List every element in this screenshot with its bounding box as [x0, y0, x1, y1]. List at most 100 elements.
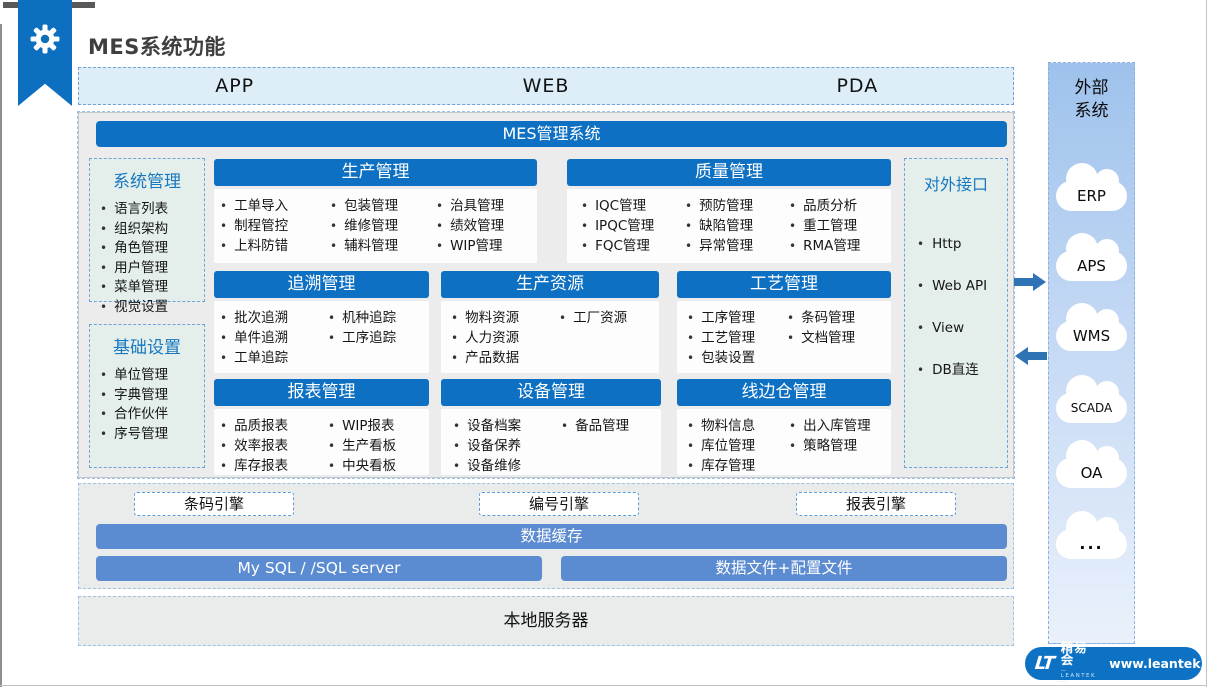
module-item: 工序管理 [687, 308, 787, 328]
cloud-label: OA [1080, 464, 1103, 482]
slide-edge-bottom [0, 685, 1206, 686]
module-production: 生产管理 工单导入 制程管控 上料防错 包装管理 维修管理 辅料管理 治具管理 … [214, 159, 537, 263]
side-item: 合作伙伴 [100, 405, 204, 425]
module-item: FQC管理 [581, 236, 685, 256]
module-item: 出入库管理 [789, 416, 889, 436]
module-header: 追溯管理 [214, 271, 429, 298]
database-bar: My SQL / /SQL server [96, 556, 542, 581]
box-title: 系统管理 [113, 172, 181, 192]
module-item: 维修管理 [330, 216, 436, 236]
module-item: 工艺管理 [687, 328, 787, 348]
module-item: 库存管理 [687, 456, 789, 476]
side-item: 视觉设置 [100, 298, 204, 318]
slide-edge-right [1206, 0, 1207, 687]
local-server-bar: 本地服务器 [78, 596, 1014, 646]
interface-item: View [917, 307, 1007, 349]
module-item: 异常管理 [685, 236, 789, 256]
side-item: 单位管理 [100, 366, 204, 386]
cloud-erp: ERP [1056, 163, 1127, 211]
cloud-others: ... [1056, 511, 1127, 559]
external-systems-panel: 外部系统 ERP APS WMS SCADA OA ... [1048, 62, 1135, 644]
side-item: 字典管理 [100, 386, 204, 406]
module-item: 包装设置 [687, 348, 787, 368]
brand-name: 精易会 [1060, 639, 1088, 668]
module-item: 上料防错 [220, 236, 330, 256]
box-title: 对外接口 [923, 175, 988, 194]
module-item: 条码管理 [787, 308, 887, 328]
module-item: 备品管理 [561, 416, 657, 436]
module-item: 库存报表 [220, 456, 328, 476]
engine-section: 条码引擎 编号引擎 报表引擎 数据缓存 My SQL / /SQL server… [78, 483, 1014, 589]
module-item: 人力资源 [451, 328, 559, 348]
cloud-label: WMS [1072, 327, 1111, 345]
box-title: 基础设置 [113, 338, 181, 358]
engine-chip-barcode: 条码引擎 [134, 492, 294, 516]
side-item: 用户管理 [100, 259, 204, 279]
brand-url: www.leantek.cn [1109, 656, 1218, 671]
box-basic-settings: 基础设置 单位管理 字典管理 合作伙伴 序号管理 [89, 324, 205, 468]
module-item: 设备保养 [453, 436, 561, 456]
module-header: 质量管理 [567, 159, 891, 186]
module-item: 品质报表 [220, 416, 328, 436]
module-header: 生产资源 [441, 271, 659, 298]
module-header: 线边仓管理 [677, 379, 891, 406]
leantek-logo-icon: LT [1033, 653, 1055, 674]
client-web: WEB [522, 75, 570, 97]
engine-chip-report: 报表引擎 [796, 492, 956, 516]
module-item: 缺陷管理 [685, 216, 789, 236]
cloud-aps: APS [1056, 233, 1127, 281]
module-item: 产品数据 [451, 348, 559, 368]
module-line-warehouse: 线边仓管理 物料信息 库位管理 库存管理 出入库管理 策略管理 [677, 379, 891, 475]
module-item: 单件追溯 [220, 328, 328, 348]
data-cache-bar: 数据缓存 [96, 524, 1007, 549]
cloud-oa: OA [1056, 440, 1127, 488]
external-systems-title: 外部系统 [1074, 78, 1109, 121]
cloud-wms: WMS [1056, 303, 1127, 351]
module-item: 包装管理 [330, 196, 436, 216]
arrow-right-icon [1014, 273, 1046, 291]
engine-chip-numbering: 编号引擎 [479, 492, 639, 516]
module-item: 预防管理 [685, 196, 789, 216]
module-item: 辅料管理 [330, 236, 436, 256]
cloud-scada: SCADA [1056, 375, 1127, 423]
side-item: 序号管理 [100, 425, 204, 445]
module-item: 批次追溯 [220, 308, 328, 328]
gear-icon [30, 24, 60, 54]
module-item: 库位管理 [687, 436, 789, 456]
mes-container: MES管理系统 系统管理 语言列表 组织架构 角色管理 用户管理 菜单管理 视觉… [77, 111, 1015, 479]
client-app: APP [215, 75, 255, 97]
module-item: WIP报表 [328, 416, 428, 436]
module-item: 品质分析 [789, 196, 887, 216]
side-item: 组织架构 [100, 220, 204, 240]
module-production-resources: 生产资源 物料资源 人力资源 产品数据 工厂资源 [441, 271, 659, 373]
module-header: 生产管理 [214, 159, 537, 186]
module-item: 重工管理 [789, 216, 887, 236]
mes-system-bar: MES管理系统 [96, 121, 1007, 147]
module-item: 物料信息 [687, 416, 789, 436]
module-item: IPQC管理 [581, 216, 685, 236]
module-header: 报表管理 [214, 379, 429, 406]
module-process-engineering: 工艺管理 工序管理 工艺管理 包装设置 条码管理 文档管理 [677, 271, 891, 373]
module-item: RMA管理 [789, 236, 887, 256]
module-item: 中央看板 [328, 456, 428, 476]
module-item: 工序追踪 [328, 328, 428, 348]
module-item: 工厂资源 [559, 308, 655, 328]
brand-subtitle: — LEANTEK — [1060, 667, 1097, 685]
module-header: 设备管理 [441, 379, 661, 406]
cloud-label: ... [1079, 534, 1104, 553]
interface-item: Web API [917, 265, 1007, 307]
module-header: 工艺管理 [677, 271, 891, 298]
box-external-interface: 对外接口 Http Web API View DB直连 [904, 158, 1008, 468]
slide-edge-left [0, 24, 2, 687]
leantek-logo-bar: LT 精易会 — LEANTEK — www.leantek.cn [1025, 641, 1218, 684]
side-item: 角色管理 [100, 239, 204, 259]
module-item: 设备维修 [453, 456, 561, 476]
data-files-bar: 数据文件+配置文件 [561, 556, 1007, 581]
module-item: 文档管理 [787, 328, 887, 348]
module-item: 效率报表 [220, 436, 328, 456]
module-traceability: 追溯管理 批次追溯 单件追溯 工单追踪 机种追踪 工序追踪 [214, 271, 429, 373]
module-item: 物料资源 [451, 308, 559, 328]
module-item: IQC管理 [581, 196, 685, 216]
client-pda: PDA [836, 75, 879, 97]
